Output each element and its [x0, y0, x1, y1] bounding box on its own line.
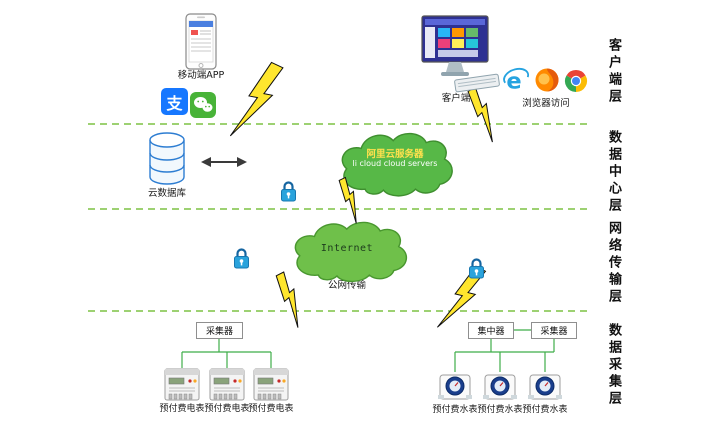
collector-left-label: 采集器	[205, 327, 233, 337]
electric-meter-label-1: 预付费电表	[159, 404, 205, 414]
electric-meter-icon-2	[209, 368, 245, 401]
ali-cloud-shape	[341, 132, 453, 197]
internet-label: Internet	[320, 243, 374, 254]
concentrator-box: 集中器	[468, 322, 514, 339]
alipay-char: 支	[166, 93, 183, 113]
electric-meter-icon-1	[164, 368, 200, 401]
ali-cloud-subtitle: li cloud cloud servers	[352, 159, 438, 168]
mobile-phone-icon	[185, 13, 217, 70]
security-lock-icon-3	[468, 257, 485, 279]
electric-meter-icon-3	[253, 368, 289, 401]
lightning-bolt-cloud-to-internet	[336, 177, 367, 223]
security-lock-icon-1	[280, 180, 297, 202]
layer-label-datacenter: 数据中心层	[606, 130, 621, 215]
ie-browser-icon: e	[503, 67, 530, 94]
water-meter-label-3: 预付费水表	[522, 405, 568, 415]
layer-label-collection: 数据采集层	[606, 323, 621, 408]
electric-meter-label-3: 预付费电表	[248, 404, 294, 414]
lightning-bolt-internet-to-collector	[272, 271, 310, 327]
browser-access-label: 浏览器访问	[522, 98, 570, 109]
lightning-bolt-mobile-to-cloud	[230, 60, 285, 145]
security-lock-icon-2	[233, 247, 250, 269]
connector-tree-right	[454, 329, 555, 372]
water-meter-icon-2	[483, 372, 517, 402]
connector-tree-left	[181, 339, 272, 368]
ali-cloud-title: 阿里云服务器	[366, 149, 424, 160]
public-network-label: 公网传输	[327, 280, 366, 291]
internet-cloud-shape	[294, 221, 407, 283]
water-meter-label-2: 预付费水表	[477, 405, 523, 415]
water-meter-label-1: 预付费水表	[432, 405, 478, 415]
collector-right-label: 采集器	[540, 327, 568, 337]
client-computer-icon	[421, 15, 503, 93]
electric-meter-label-2: 预付费电表	[204, 404, 250, 414]
client-label: 客户端	[441, 93, 471, 104]
concentrator-label: 集中器	[477, 327, 505, 337]
mobile-app-label: 移动端APP	[177, 70, 225, 81]
firefox-browser-icon	[534, 67, 560, 93]
collector-right-box: 采集器	[531, 322, 577, 339]
water-meter-icon-3	[528, 372, 562, 402]
water-meter-icon-1	[438, 372, 472, 402]
layer-label-client: 客户端层	[606, 38, 621, 106]
svg-text:e: e	[506, 68, 521, 94]
chrome-browser-icon	[564, 69, 588, 93]
wechat-icon	[190, 92, 216, 118]
cloud-database-icon	[148, 131, 186, 186]
collector-left-box: 采集器	[196, 322, 243, 339]
lightning-bolt-client-to-cloud	[464, 87, 504, 142]
cloud-db-label: 云数据库	[147, 188, 186, 199]
layer-label-network: 网络传输层	[606, 221, 621, 306]
alipay-icon: 支	[161, 88, 188, 115]
double-arrow	[201, 157, 247, 167]
